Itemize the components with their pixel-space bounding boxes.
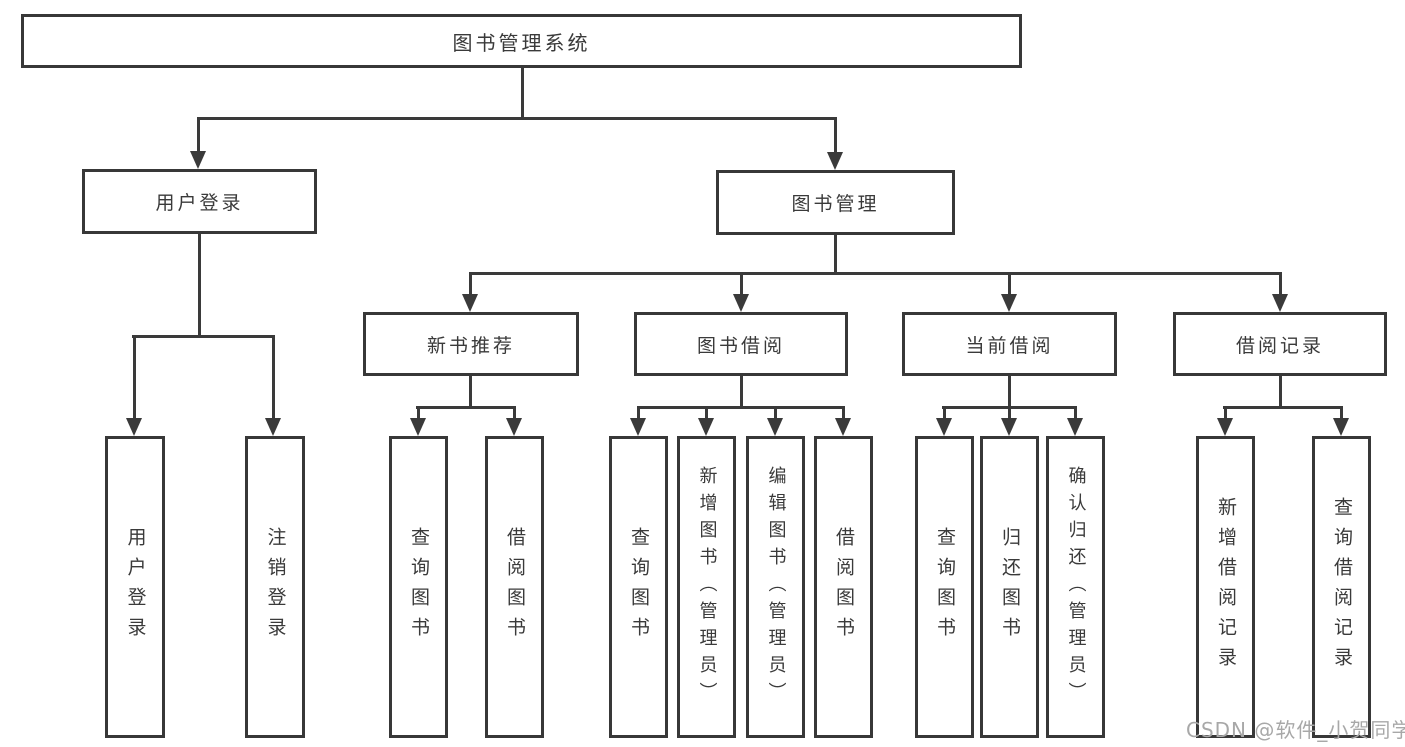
connector-line [1074, 406, 1077, 420]
connector-line [834, 117, 837, 153]
connector-line [1008, 406, 1011, 420]
connector-line [416, 406, 516, 409]
connector-line [197, 117, 837, 120]
connector-line [834, 235, 837, 275]
connector-line [1008, 272, 1011, 296]
connector-line [469, 376, 472, 409]
arrowhead [126, 418, 142, 436]
connector-line [417, 406, 420, 420]
leaf-logout: 注销登录 [245, 436, 305, 738]
connector-line [198, 234, 201, 338]
connector-line [1279, 376, 1282, 409]
connector-line [1224, 406, 1227, 420]
connector-line [521, 68, 524, 120]
arrowhead [698, 418, 714, 436]
node-user-login: 用户登录 [82, 169, 317, 234]
connector-line [740, 272, 743, 296]
arrowhead [767, 418, 783, 436]
leaf-borrow-books-recommend: 借阅图书 [485, 436, 544, 738]
leaf-return-books: 归还图书 [980, 436, 1039, 738]
arrowhead [1001, 294, 1017, 312]
connector-line [1223, 406, 1343, 409]
arrowhead [835, 418, 851, 436]
connector-line [774, 406, 777, 420]
arrowhead [733, 294, 749, 312]
leaf-user-login: 用户登录 [105, 436, 165, 738]
leaf-query-books-current: 查询图书 [915, 436, 974, 738]
arrowhead [1333, 418, 1349, 436]
node-new-book-recommend: 新书推荐 [363, 312, 579, 376]
arrowhead [1001, 418, 1017, 436]
leaf-borrow-books: 借阅图书 [814, 436, 873, 738]
arrowhead [936, 418, 952, 436]
connector-line [943, 406, 946, 420]
node-book-management: 图书管理 [716, 170, 955, 235]
arrowhead [462, 294, 478, 312]
connector-line [740, 376, 743, 409]
connector-line [272, 335, 275, 419]
arrowhead [190, 151, 206, 169]
connector-line [469, 272, 1282, 275]
node-library-system: 图书管理系统 [21, 14, 1022, 68]
connector-line [1340, 406, 1343, 420]
arrowhead [630, 418, 646, 436]
node-current-borrow: 当前借阅 [902, 312, 1117, 376]
leaf-edit-books-admin: 编辑图书（管理员） [746, 436, 805, 738]
connector-line [637, 406, 640, 420]
connector-line [1008, 376, 1011, 409]
connector-line [197, 117, 200, 152]
node-borrow-records: 借阅记录 [1173, 312, 1387, 376]
leaf-query-books-borrow: 查询图书 [609, 436, 668, 738]
leaf-query-books-recommend: 查询图书 [389, 436, 448, 738]
arrowhead [410, 418, 426, 436]
arrowhead [1272, 294, 1288, 312]
arrowhead [506, 418, 522, 436]
leaf-query-borrow-record: 查询借阅记录 [1312, 436, 1371, 738]
arrowhead [265, 418, 281, 436]
connector-line [132, 335, 275, 338]
arrowhead [827, 152, 843, 170]
watermark: CSDN @软件_小贺同学 [1186, 718, 1405, 742]
leaf-add-borrow-record: 新增借阅记录 [1196, 436, 1255, 738]
arrowhead [1217, 418, 1233, 436]
leaf-confirm-return-admin: 确认归还（管理员） [1046, 436, 1105, 738]
connector-line [1279, 272, 1282, 296]
node-book-borrow: 图书借阅 [634, 312, 848, 376]
connector-line [705, 406, 708, 420]
connector-line [637, 406, 845, 409]
arrowhead [1067, 418, 1083, 436]
connector-line [513, 406, 516, 420]
connector-line [133, 335, 136, 419]
connector-line [469, 272, 472, 296]
leaf-add-books-admin: 新增图书（管理员） [677, 436, 736, 738]
connector-line [842, 406, 845, 420]
